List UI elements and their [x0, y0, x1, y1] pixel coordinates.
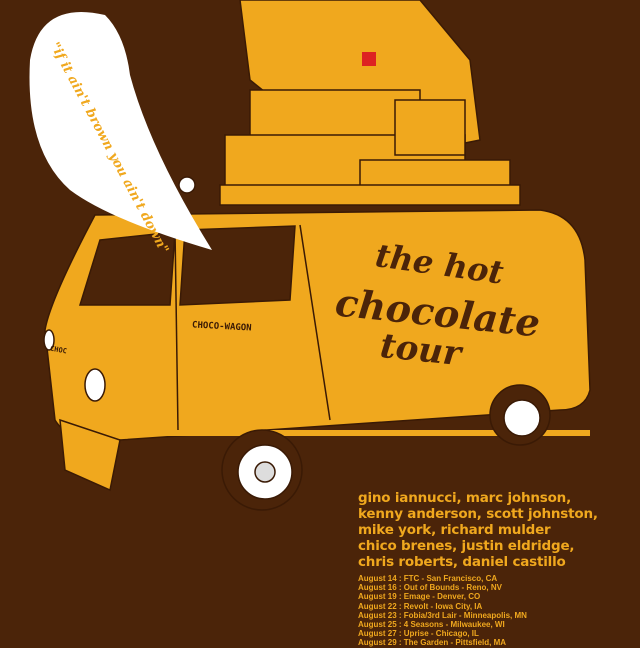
- rider-line: chris roberts, daniel castillo: [358, 554, 566, 570]
- rider-line: mike york, richard mulder: [358, 522, 551, 538]
- tour-dates: August 14 : FTC - San Francisco, CA Augu…: [358, 574, 527, 648]
- tour-date: August 25 : 4 Seasons - Milwaukee, WI: [358, 620, 505, 630]
- rider-line: kenny anderson, scott johnston,: [358, 506, 598, 522]
- tour-date: August 16 : Out of Bounds - Reno, NV: [358, 583, 502, 593]
- tour-date: August 14 : FTC - San Francisco, CA: [358, 574, 498, 583]
- tour-title-line3: tour: [378, 325, 463, 375]
- rider-list: gino iannucci, marc johnson, kenny ander…: [358, 490, 598, 570]
- luggage-stack: [219, 0, 521, 206]
- tour-date: August 22 : Revolt - Iowa City, IA: [358, 601, 483, 611]
- tour-date: August 23 : Fobia/3rd Lair - Minneapolis…: [358, 610, 527, 620]
- rider-line: chico brenes, justin eldridge,: [358, 538, 575, 554]
- tour-date: August 27 : Uprise - Chicago, IL: [358, 629, 479, 639]
- van: [43, 176, 591, 511]
- tour-date: August 19 : Emage - Denver, CO: [358, 592, 481, 602]
- rider-line: gino iannucci, marc johnson,: [358, 490, 572, 506]
- speech-bubble: [29, 12, 212, 250]
